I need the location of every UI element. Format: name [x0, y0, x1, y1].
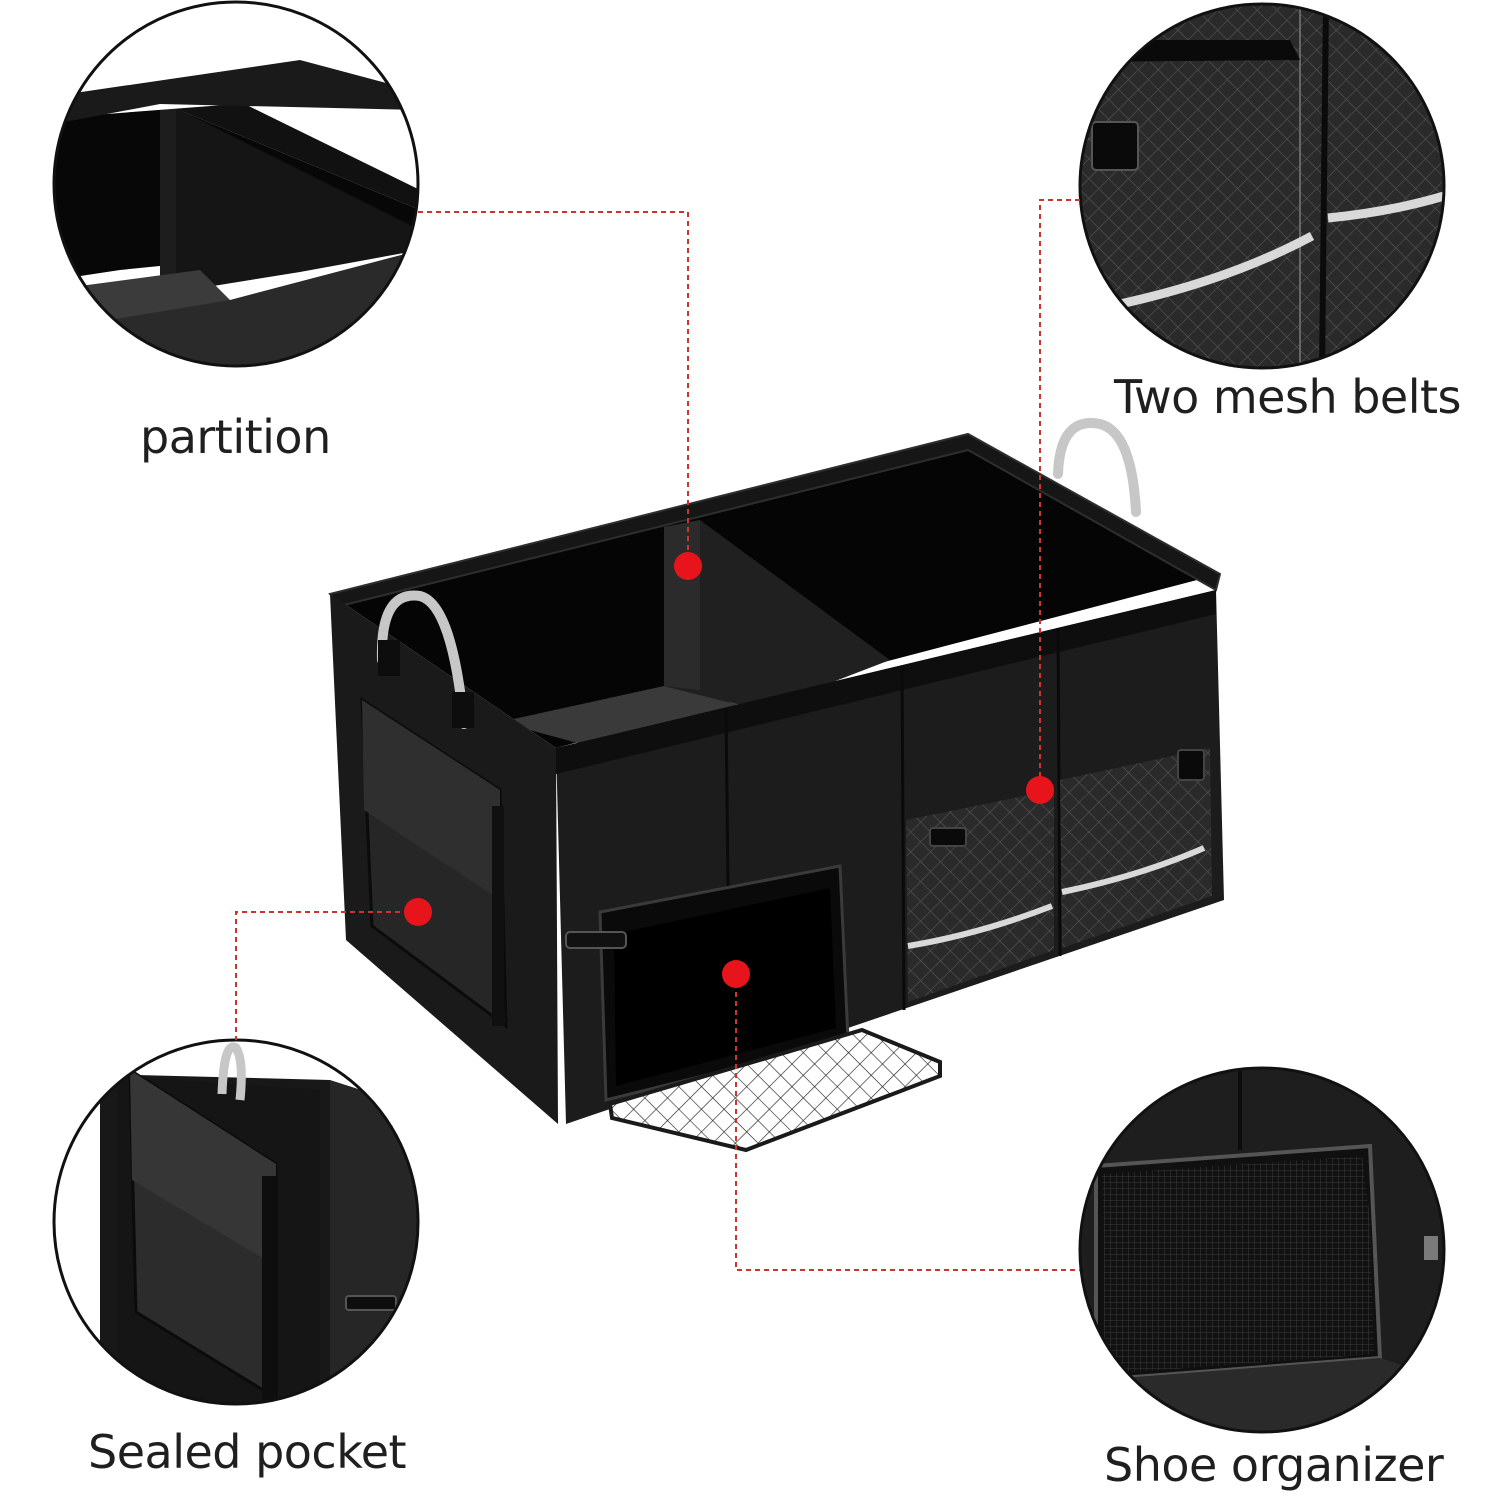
sealed-pocket-leader-line: [235, 911, 418, 1040]
sealed-pocket-label: Sealed pocket: [88, 1425, 407, 1479]
partition-leader-line: [418, 211, 689, 566]
shoe-organizer-leader-line: [735, 974, 1080, 1271]
partition-label: partition: [140, 410, 331, 464]
shoe-organizer-detail-circle: [1080, 1068, 1444, 1432]
partition-marker-dot: [674, 552, 702, 580]
mesh-belts-detail-circle: [1080, 4, 1444, 368]
leader-lines: [235, 199, 1080, 1271]
mesh-belts-marker-dot: [1026, 776, 1054, 804]
shoe-organizer-label: Shoe organizer: [1104, 1438, 1444, 1492]
trunk-organizer: [328, 418, 1224, 1153]
mesh-belts-leader-line: [1039, 199, 1080, 790]
mesh-belts-label: Two mesh belts: [1114, 370, 1462, 424]
partition-panel: [664, 520, 890, 710]
shoe-organizer-marker-dot: [722, 960, 750, 988]
sealed-pocket-detail-circle: [54, 1040, 418, 1404]
sealed-pocket-marker-dot: [404, 898, 432, 926]
